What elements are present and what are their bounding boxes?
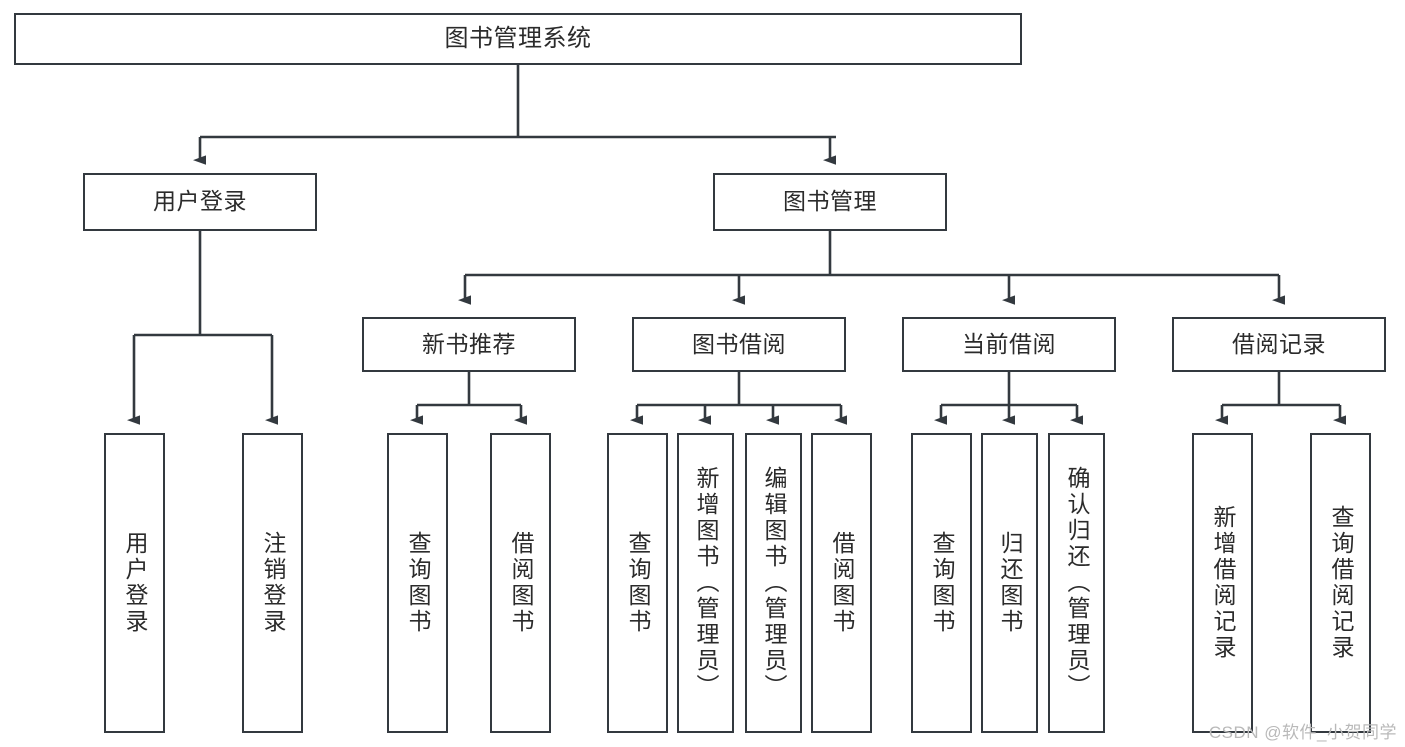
node-leaf-query-record-label: 查询借阅记录 bbox=[1328, 505, 1354, 661]
node-leaf-query-book-3[interactable]: 查询图书 bbox=[911, 433, 972, 733]
node-current-borrow-label: 当前借阅 bbox=[962, 330, 1056, 357]
node-leaf-edit-book-label: 编辑图书（管理员） bbox=[761, 466, 787, 700]
node-borrow-record-label: 借阅记录 bbox=[1232, 330, 1326, 357]
node-leaf-query-book-3-label: 查询图书 bbox=[929, 531, 955, 635]
node-leaf-user-login-label: 用户登录 bbox=[122, 531, 148, 635]
node-current-borrow[interactable]: 当前借阅 bbox=[902, 317, 1116, 372]
node-new-book-recommend[interactable]: 新书推荐 bbox=[362, 317, 576, 372]
node-book-borrow-label: 图书借阅 bbox=[692, 330, 786, 357]
node-leaf-add-book[interactable]: 新增图书（管理员） bbox=[677, 433, 734, 733]
node-leaf-borrow-book-2-label: 借阅图书 bbox=[829, 531, 855, 635]
node-leaf-add-record-label: 新增借阅记录 bbox=[1210, 505, 1236, 661]
node-borrow-record[interactable]: 借阅记录 bbox=[1172, 317, 1386, 372]
node-leaf-return-book-label: 归还图书 bbox=[997, 531, 1023, 635]
node-book-management-label: 图书管理 bbox=[783, 188, 877, 215]
node-leaf-edit-book[interactable]: 编辑图书（管理员） bbox=[745, 433, 802, 733]
node-book-borrow[interactable]: 图书借阅 bbox=[632, 317, 846, 372]
node-leaf-query-book-2[interactable]: 查询图书 bbox=[607, 433, 668, 733]
node-leaf-borrow-book-1[interactable]: 借阅图书 bbox=[490, 433, 551, 733]
node-user-login[interactable]: 用户登录 bbox=[83, 173, 317, 231]
node-root-label: 图书管理系统 bbox=[444, 24, 592, 52]
node-leaf-logout-login[interactable]: 注销登录 bbox=[242, 433, 303, 733]
node-leaf-user-login[interactable]: 用户登录 bbox=[104, 433, 165, 733]
node-book-management[interactable]: 图书管理 bbox=[713, 173, 947, 231]
node-leaf-query-book-1-label: 查询图书 bbox=[405, 531, 431, 635]
node-leaf-add-record[interactable]: 新增借阅记录 bbox=[1192, 433, 1253, 733]
node-leaf-query-book-1[interactable]: 查询图书 bbox=[387, 433, 448, 733]
node-leaf-add-book-label: 新增图书（管理员） bbox=[693, 466, 719, 700]
node-leaf-borrow-book-2[interactable]: 借阅图书 bbox=[811, 433, 872, 733]
node-leaf-confirm-return[interactable]: 确认归还（管理员） bbox=[1048, 433, 1105, 733]
node-new-book-recommend-label: 新书推荐 bbox=[422, 330, 516, 357]
node-leaf-query-book-2-label: 查询图书 bbox=[625, 531, 651, 635]
watermark: CSDN @软件_小贺同学 bbox=[1208, 723, 1397, 742]
node-user-login-label: 用户登录 bbox=[153, 188, 247, 215]
node-leaf-query-record[interactable]: 查询借阅记录 bbox=[1310, 433, 1371, 733]
node-leaf-borrow-book-1-label: 借阅图书 bbox=[508, 531, 534, 635]
node-leaf-return-book[interactable]: 归还图书 bbox=[981, 433, 1038, 733]
node-root[interactable]: 图书管理系统 bbox=[14, 13, 1022, 65]
node-leaf-logout-login-label: 注销登录 bbox=[260, 531, 286, 635]
node-leaf-confirm-return-label: 确认归还（管理员） bbox=[1064, 466, 1090, 700]
